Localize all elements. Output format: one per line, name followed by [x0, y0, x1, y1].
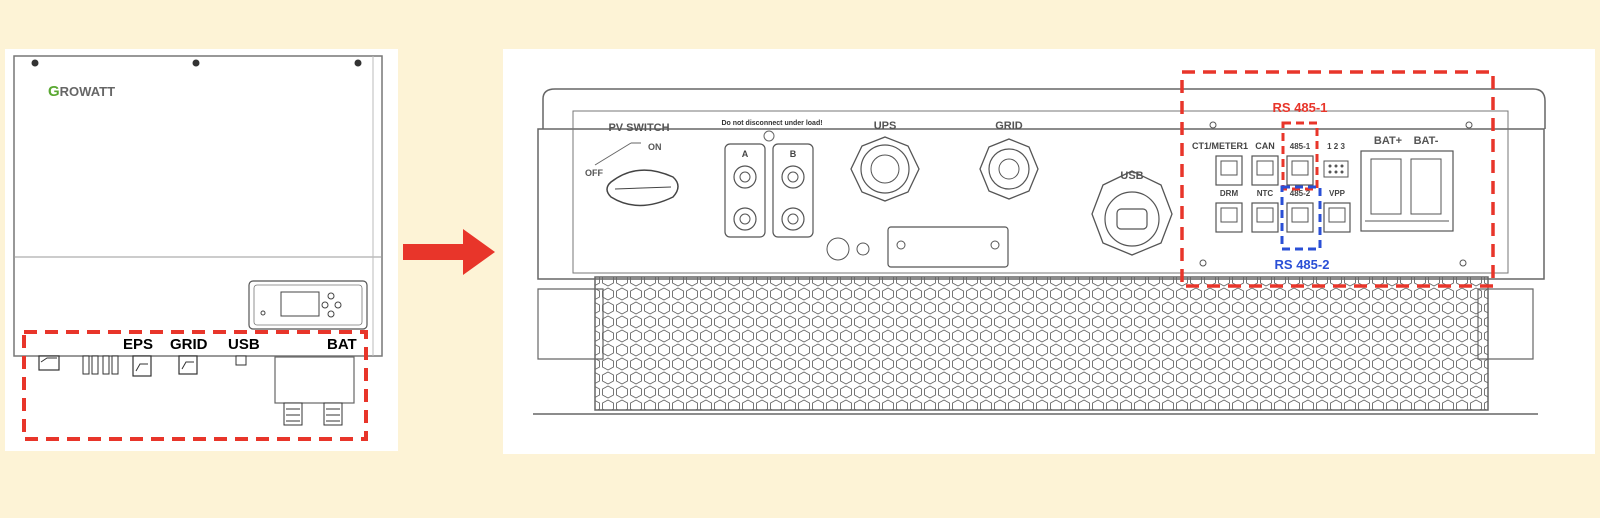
- brand-logo: GROWATT: [48, 83, 115, 100]
- bat-plus-terminal-icon: [1370, 158, 1402, 215]
- indicator-led-icon: [260, 310, 266, 316]
- battery-gland-icon: [283, 402, 303, 426]
- usb-port-housing-icon: [1091, 170, 1173, 256]
- rs485-2-port-icon: [1286, 202, 1314, 233]
- rs485-2-callout: RS 485-2: [1275, 257, 1330, 272]
- pv-on-label: ON: [648, 142, 662, 152]
- pv-connector: [82, 355, 90, 375]
- usb-port-label: USB: [1120, 170, 1143, 182]
- pv-a-label: A: [742, 149, 749, 159]
- pv-off-label: OFF: [585, 168, 603, 178]
- bat-minus-terminal-icon: [1410, 158, 1442, 215]
- housing-top: [542, 88, 1546, 129]
- port-485-1-label: 485-1: [1290, 142, 1311, 151]
- bat-minus-label: BAT-: [1414, 135, 1439, 147]
- dip-switch-label: 1 2 3: [1327, 142, 1345, 151]
- pv-connector: [102, 355, 110, 375]
- inverter-front-drawing: GROWATT: [13, 55, 383, 441]
- grid-port-label: GRID: [995, 120, 1023, 132]
- drm-port-icon: [1215, 202, 1243, 233]
- bat-label: BAT: [327, 336, 357, 353]
- grid-connector: [178, 355, 198, 375]
- keypad-button-icon: [327, 292, 335, 300]
- screw-icon: [354, 59, 362, 67]
- battery-terminal-block: [1360, 150, 1454, 232]
- lcd-screen: [280, 291, 320, 317]
- pv-warning-label: Do not disconnect under load!: [721, 120, 822, 127]
- ground-symbol-icon: [856, 242, 870, 256]
- pv-b-label: B: [790, 149, 797, 159]
- can-label: CAN: [1255, 141, 1275, 151]
- communication-area-highlight: [1180, 70, 1495, 288]
- brand-logo-initial: G: [48, 83, 60, 100]
- rs485-2-highlight: [1280, 185, 1322, 251]
- keypad-button-icon: [321, 301, 329, 309]
- eps-connector: [132, 355, 152, 377]
- port-485-2-label: 485-2: [1290, 189, 1311, 198]
- rs485-1-port-icon: [1286, 155, 1314, 186]
- left-handle: [537, 288, 604, 360]
- pv-connector-icon: [781, 207, 805, 231]
- rs485-1-callout: RS 485-1: [1273, 100, 1328, 115]
- ups-port-icon: [850, 136, 920, 202]
- pv-connector: [111, 355, 119, 375]
- inverter-front-panel: GROWATT: [5, 49, 398, 451]
- battery-terminal-box: [274, 356, 355, 404]
- pv-switch-label: PV SWITCH: [608, 122, 669, 134]
- pv-input-b: [772, 143, 814, 238]
- brand-logo-text: ROWATT: [60, 84, 115, 99]
- pv-connector-icon: [733, 207, 757, 231]
- ntc-label: NTC: [1257, 189, 1274, 198]
- ups-label: UPS: [874, 120, 897, 132]
- connector-plate: [572, 110, 1509, 274]
- cover-plate: [887, 226, 1009, 268]
- ntc-port-icon: [1251, 202, 1279, 233]
- grid-port-icon: [979, 138, 1039, 200]
- can-port-icon: [1251, 155, 1279, 186]
- pv-input-a: [724, 143, 766, 238]
- screw-icon: [192, 59, 200, 67]
- vpp-port-icon: [1323, 202, 1351, 233]
- usb-port-icon: [1116, 208, 1148, 230]
- ct1-meter1-label: CT1/METER1: [1192, 141, 1248, 151]
- bottom-connection-panel: PV SWITCH ON OFF Do not disconnect under…: [503, 49, 1595, 454]
- pv-connector-icon: [781, 165, 805, 189]
- eps-label: EPS: [123, 336, 153, 353]
- usb-connector: [235, 355, 247, 366]
- ventilation-grille: [594, 276, 1489, 411]
- grid-label: GRID: [170, 336, 208, 353]
- bottom-panel-drawing: PV SWITCH ON OFF Do not disconnect under…: [533, 70, 1546, 415]
- keypad-button-icon: [334, 301, 342, 309]
- vpp-label: VPP: [1329, 189, 1346, 198]
- connection-area-highlight: [22, 330, 368, 441]
- pv-ground-icon: [763, 130, 775, 142]
- pv-connector: [91, 355, 99, 375]
- rs485-1-highlight: [1281, 121, 1319, 191]
- usb-label: USB: [228, 336, 260, 353]
- dip-switch-icon: [1323, 160, 1349, 178]
- drm-label: DRM: [1220, 189, 1239, 198]
- battery-gland-icon: [323, 402, 343, 426]
- keypad-button-icon: [327, 310, 335, 318]
- bat-plus-label: BAT+: [1374, 135, 1402, 147]
- screw-icon: [31, 59, 39, 67]
- pv-connector-icon: [733, 165, 757, 189]
- ct1-meter1-port-icon: [1215, 155, 1243, 186]
- right-arrow-icon: [403, 227, 498, 277]
- ground-screw-icon: [826, 237, 850, 261]
